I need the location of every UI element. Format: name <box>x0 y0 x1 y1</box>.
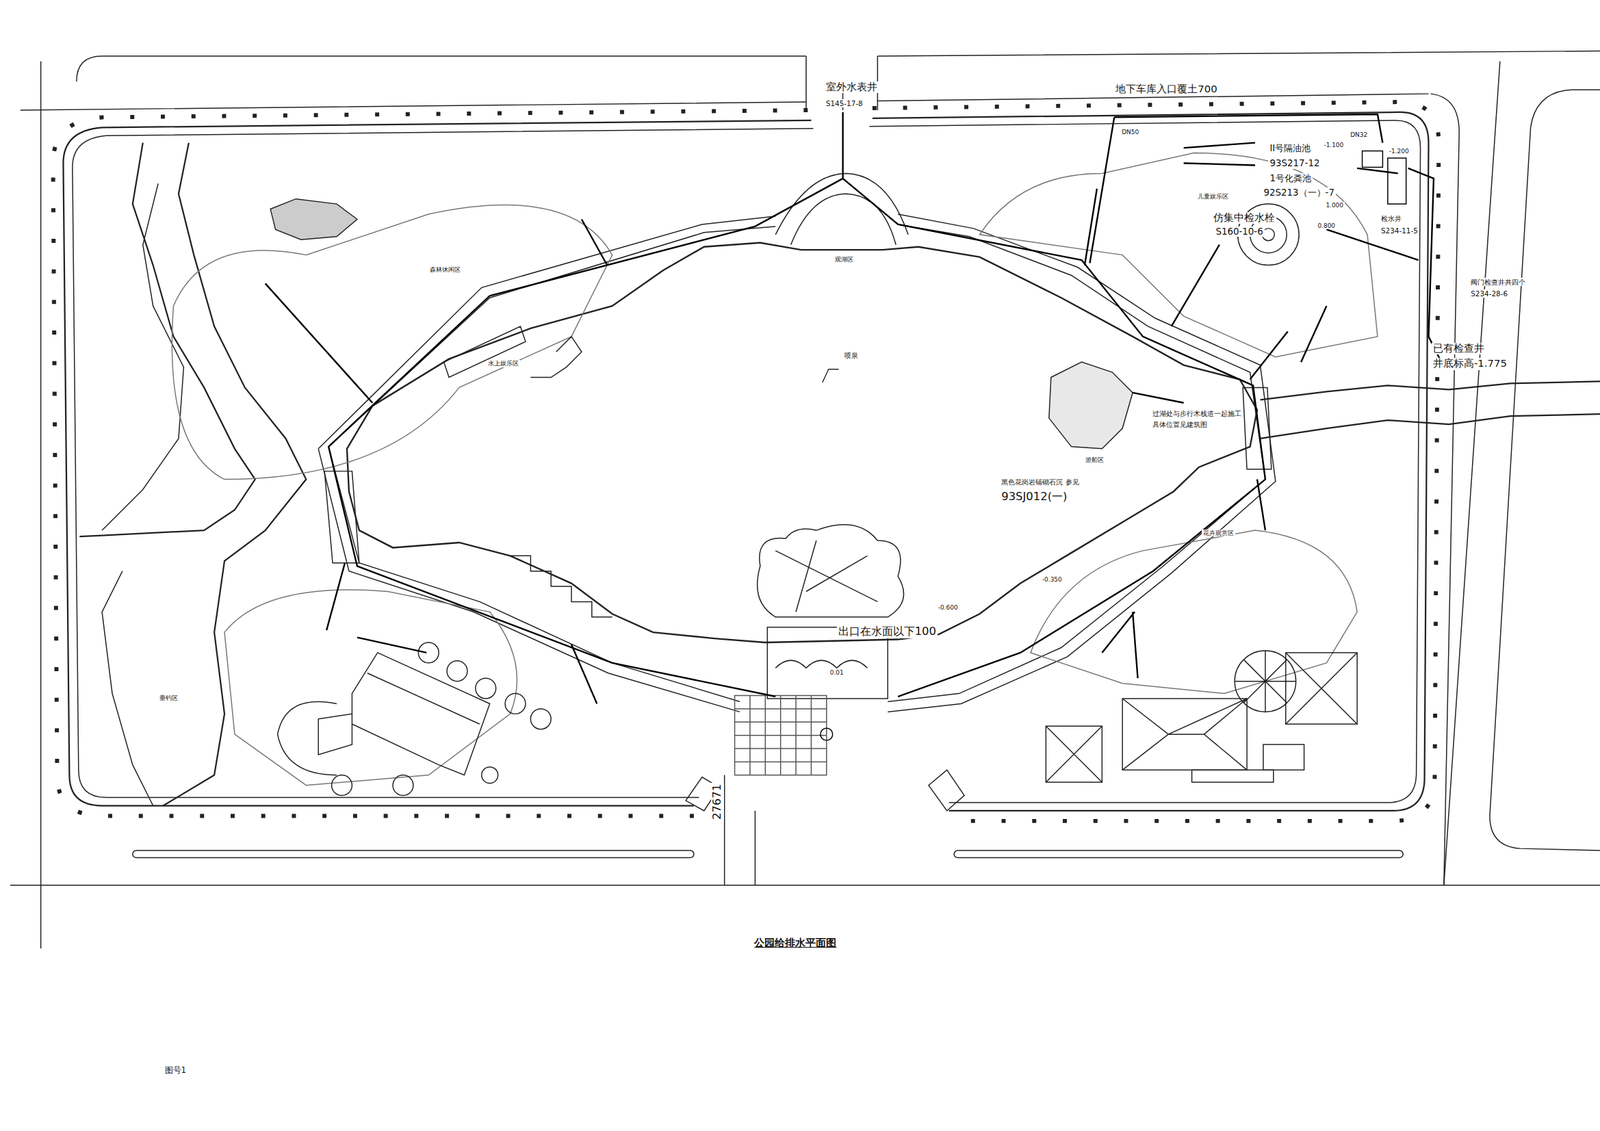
pipe-leader <box>822 85 844 383</box>
road-edge <box>724 775 756 886</box>
road-edge <box>1430 93 1460 886</box>
plan-label: 0.800 <box>1315 222 1337 230</box>
plan-label: S234-28-6 <box>1469 289 1509 298</box>
water-pipe <box>328 112 1266 697</box>
plan-label: -0.350 <box>1040 576 1064 584</box>
plan-label: S145-17-8 <box>824 99 865 108</box>
tree <box>530 708 551 730</box>
park-boundary <box>62 112 1429 811</box>
building <box>1234 650 1296 712</box>
island <box>1049 362 1133 449</box>
water-pipe <box>265 188 1327 705</box>
drain-pipe <box>1183 143 1399 174</box>
plan-label: 水上娱乐区 <box>486 359 521 367</box>
plan-label: 花卉观赏区 <box>1201 529 1236 537</box>
park-boundary <box>72 120 1421 803</box>
plan-label: 垂钓区 <box>158 694 180 702</box>
plan-label: 室外水表井 <box>824 81 879 94</box>
plan-label: 92S213（一）-7 <box>1261 187 1336 198</box>
parking-stalls <box>685 769 965 811</box>
plan-label: -0.600 <box>936 604 960 612</box>
drain-pipe <box>1089 114 1444 368</box>
plan-label: 地下车库入口覆土700 <box>1114 83 1219 96</box>
plan-label: 检水井 <box>1379 214 1403 223</box>
tree <box>475 678 497 699</box>
road-edge <box>40 60 42 949</box>
plan-label: DN32 <box>1348 131 1369 139</box>
drawing-title: 公园给排水平面图 <box>752 936 838 950</box>
curb-strip <box>132 850 694 858</box>
plan-label: 观湖区 <box>833 255 855 263</box>
road-edge <box>1443 60 1501 885</box>
bridge <box>324 387 1272 563</box>
pavilion <box>270 199 358 241</box>
plan-label: S160-10-6 <box>1214 226 1264 237</box>
walk-path <box>328 224 1266 703</box>
tree <box>481 767 499 784</box>
plan-label: 1号化粪池 <box>1268 173 1313 184</box>
plan-label: 游船区 <box>1084 456 1106 464</box>
plan-label: -1.200 <box>1387 147 1411 155</box>
building <box>277 701 337 775</box>
plan-label: 0.01 <box>828 669 846 677</box>
building <box>1045 726 1102 783</box>
central-pavilion <box>757 524 905 618</box>
plan-label: 27671 <box>711 782 725 822</box>
plan-label: 具体位置见建筑图 <box>1151 420 1209 429</box>
plaza-grid <box>734 695 827 776</box>
walk-path <box>318 214 1276 712</box>
tree <box>392 775 414 796</box>
plan-label: 喷泉 <box>843 351 860 360</box>
road-edge <box>10 884 1600 886</box>
plan-label: 93S217-12 <box>1268 158 1321 169</box>
viewing-arc <box>775 173 909 245</box>
stream <box>79 143 306 807</box>
plan-label: 93SJ012(一) <box>999 490 1069 504</box>
plan-label: 黑色花岗岩铺砌石沉 参见 <box>999 477 1080 486</box>
road-edge <box>20 93 1429 111</box>
tree <box>331 775 353 796</box>
building <box>1045 726 1102 783</box>
plan-label: 已有检查井 <box>1431 342 1486 355</box>
curb-strip <box>953 850 1403 858</box>
building <box>1285 652 1358 725</box>
lamp-posts <box>53 101 1440 822</box>
lawn-outline <box>224 589 517 786</box>
tree <box>505 693 526 715</box>
stream <box>1259 381 1600 438</box>
building <box>318 652 490 776</box>
valve-well <box>820 728 833 741</box>
plan-label: 儿童娱乐区 <box>1196 192 1230 200</box>
plan-label: 阀门检查井共四个 <box>1469 277 1527 287</box>
lawn-outline <box>1030 530 1358 694</box>
steps <box>1263 744 1305 770</box>
building <box>1122 698 1247 770</box>
plan-label: 仿集中检水栓 <box>1211 212 1277 224</box>
road-edge <box>1489 89 1600 851</box>
building <box>1285 652 1358 725</box>
stream <box>101 183 184 806</box>
lawn-outline <box>171 205 612 480</box>
tree <box>418 642 439 664</box>
plan-label: 1.000 <box>1324 201 1345 209</box>
steps <box>444 326 613 618</box>
plan-label: II号隔油池 <box>1268 143 1312 154</box>
plan-label: -1.100 <box>1322 141 1345 149</box>
steps <box>1192 769 1274 783</box>
tree <box>446 661 468 682</box>
plan-label: 井底标高-1.775 <box>1431 357 1509 370</box>
septic-tank <box>1387 158 1407 204</box>
outfall <box>775 660 868 668</box>
building <box>1234 650 1296 712</box>
plan-label: 图号1 <box>163 1066 189 1076</box>
road-edge <box>76 51 1600 83</box>
plan-label: 过湖处与步行木栈道一起施工 <box>1151 409 1243 418</box>
building <box>1122 698 1247 770</box>
plan-label: 森林休闲区 <box>428 266 462 274</box>
plan-label: DN50 <box>1120 128 1141 136</box>
plan-label: S234-11-5 <box>1379 226 1420 235</box>
plan-label: 出口在水面以下100 <box>836 625 938 639</box>
grease-trap <box>1362 151 1384 168</box>
